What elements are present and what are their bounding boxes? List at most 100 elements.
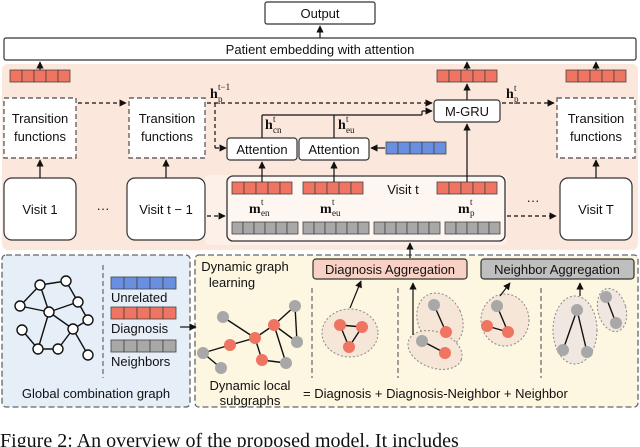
svg-text:Transition: Transition [139, 111, 196, 126]
vector-center-top [436, 69, 498, 83]
global-node [32, 343, 44, 355]
attention-label-2: Attention [308, 142, 359, 157]
diagnosis-aggregation-label: Diagnosis Aggregation [325, 262, 455, 277]
svg-text:eu: eu [332, 208, 341, 218]
svg-text:h: h [210, 87, 218, 102]
local-graph-panel [194, 254, 639, 408]
svg-text:m: m [320, 202, 332, 217]
svg-text:p: p [514, 94, 519, 104]
legend-neighbors-swatch [110, 339, 177, 353]
h-cn-label: h cn t [265, 114, 282, 135]
h-prev-label: h p t−1 [210, 82, 230, 104]
svg-text:p: p [470, 208, 475, 218]
neighbor-aggregation-box [480, 258, 635, 280]
svg-text:cn: cn [273, 125, 282, 135]
local-node-diagnosis [249, 332, 261, 344]
visit-t-label: Visit t [387, 182, 419, 197]
global-node [67, 323, 79, 335]
transition-box-1: Transition functions [3, 97, 77, 159]
visit-prev-box: Visit t − 1 [126, 177, 206, 241]
m-eu-label: m eu t [320, 197, 341, 218]
global-node [14, 300, 26, 312]
dynamic-local-label-2: subgraphs [220, 393, 281, 408]
svg-text:t: t [470, 197, 473, 207]
local-node-diagnosis [224, 339, 236, 351]
svg-text:h: h [506, 87, 514, 102]
local-node-neighbor [280, 357, 292, 369]
visit-T-box: Visit T [559, 177, 633, 241]
transition-box-2: Transition functions [128, 97, 206, 159]
local-subgraph [197, 300, 303, 374]
legend-diagnosis-swatch [110, 306, 177, 320]
local-node-neighbor [289, 300, 301, 312]
unrelated-vector [385, 141, 447, 155]
diagnosis-subgraph [321, 280, 379, 358]
attention-label-1: Attention [236, 142, 287, 157]
global-node [82, 349, 94, 361]
svg-text:t−1: t−1 [218, 82, 230, 92]
global-node [43, 306, 55, 318]
dynamic-learning-label-1: Dynamic graph [201, 259, 288, 274]
patient-embedding-box [3, 37, 637, 61]
svg-text:t: t [273, 114, 276, 124]
output-box [264, 1, 376, 25]
svg-text:m: m [458, 202, 470, 217]
global-node [16, 324, 28, 336]
legend-unrelated-swatch [110, 276, 177, 290]
ellipsis-2: ··· [527, 193, 540, 208]
global-graph-caption: Global combination graph [22, 386, 170, 401]
visit-t-grey-row [231, 221, 501, 235]
mgru-label: M-GRU [445, 104, 489, 119]
m-p-vector [436, 181, 498, 195]
global-node [52, 343, 64, 355]
svg-text:functions: functions [14, 129, 67, 144]
ellipsis-1: ··· [97, 201, 110, 216]
transition-box-3: Transition functions [556, 97, 636, 159]
local-node-neighbor [215, 362, 227, 374]
local-node-neighbor [197, 347, 209, 359]
subgraph-equation: = Diagnosis + Diagnosis-Neighbor + Neigh… [303, 386, 569, 401]
visit-1-box: Visit 1 [3, 177, 77, 241]
global-node [60, 275, 72, 287]
global-node [72, 296, 84, 308]
diagnosis-aggregation-box [312, 258, 468, 280]
legend-neighbors-label: Neighbors [111, 354, 171, 369]
svg-text:p: p [218, 94, 223, 104]
svg-text:Visit 1: Visit 1 [22, 202, 57, 217]
svg-text:Transition: Transition [568, 111, 625, 126]
svg-text:m: m [249, 202, 261, 217]
legend-unrelated-label: Unrelated [111, 290, 167, 305]
svg-text:eu: eu [346, 125, 355, 135]
figure-caption: Figure 2: An overview of the proposed mo… [0, 430, 459, 447]
h-p-label: h p t [506, 83, 519, 104]
legend-diagnosis-label: Diagnosis [111, 321, 169, 336]
local-node-neighbor [217, 311, 229, 323]
m-en-label: m en t [249, 197, 270, 218]
diagnosis-neighbor-subgraph [407, 282, 530, 370]
m-en-vector [231, 181, 293, 195]
patient-embedding-label: Patient embedding with attention [226, 42, 415, 57]
svg-text:t: t [261, 197, 264, 207]
output-label: Output [300, 6, 339, 21]
local-node-diagnosis [256, 354, 268, 366]
dynamic-local-label-1: Dynamic local [210, 378, 291, 393]
svg-text:Visit t − 1: Visit t − 1 [139, 202, 193, 217]
svg-text:Transition: Transition [12, 111, 69, 126]
dynamic-learning-label-2: learning [209, 275, 255, 290]
svg-text:t: t [514, 83, 517, 93]
neighbor-aggregation-label: Neighbor Aggregation [494, 262, 620, 277]
svg-text:functions: functions [141, 129, 194, 144]
local-node-diagnosis [268, 319, 280, 331]
svg-text:t: t [346, 114, 349, 124]
vector-right-top [565, 69, 627, 83]
global-graph [14, 275, 94, 361]
svg-text:functions: functions [570, 129, 623, 144]
m-p-label: m p t [458, 197, 475, 218]
local-node-neighbor [291, 336, 303, 348]
svg-text:Visit T: Visit T [578, 202, 614, 217]
h-eu-label: h eu t [338, 114, 355, 135]
vector-left-top [9, 69, 71, 83]
global-node [82, 314, 94, 326]
neighbor-subgraph [552, 282, 628, 365]
svg-text:h: h [265, 118, 273, 133]
